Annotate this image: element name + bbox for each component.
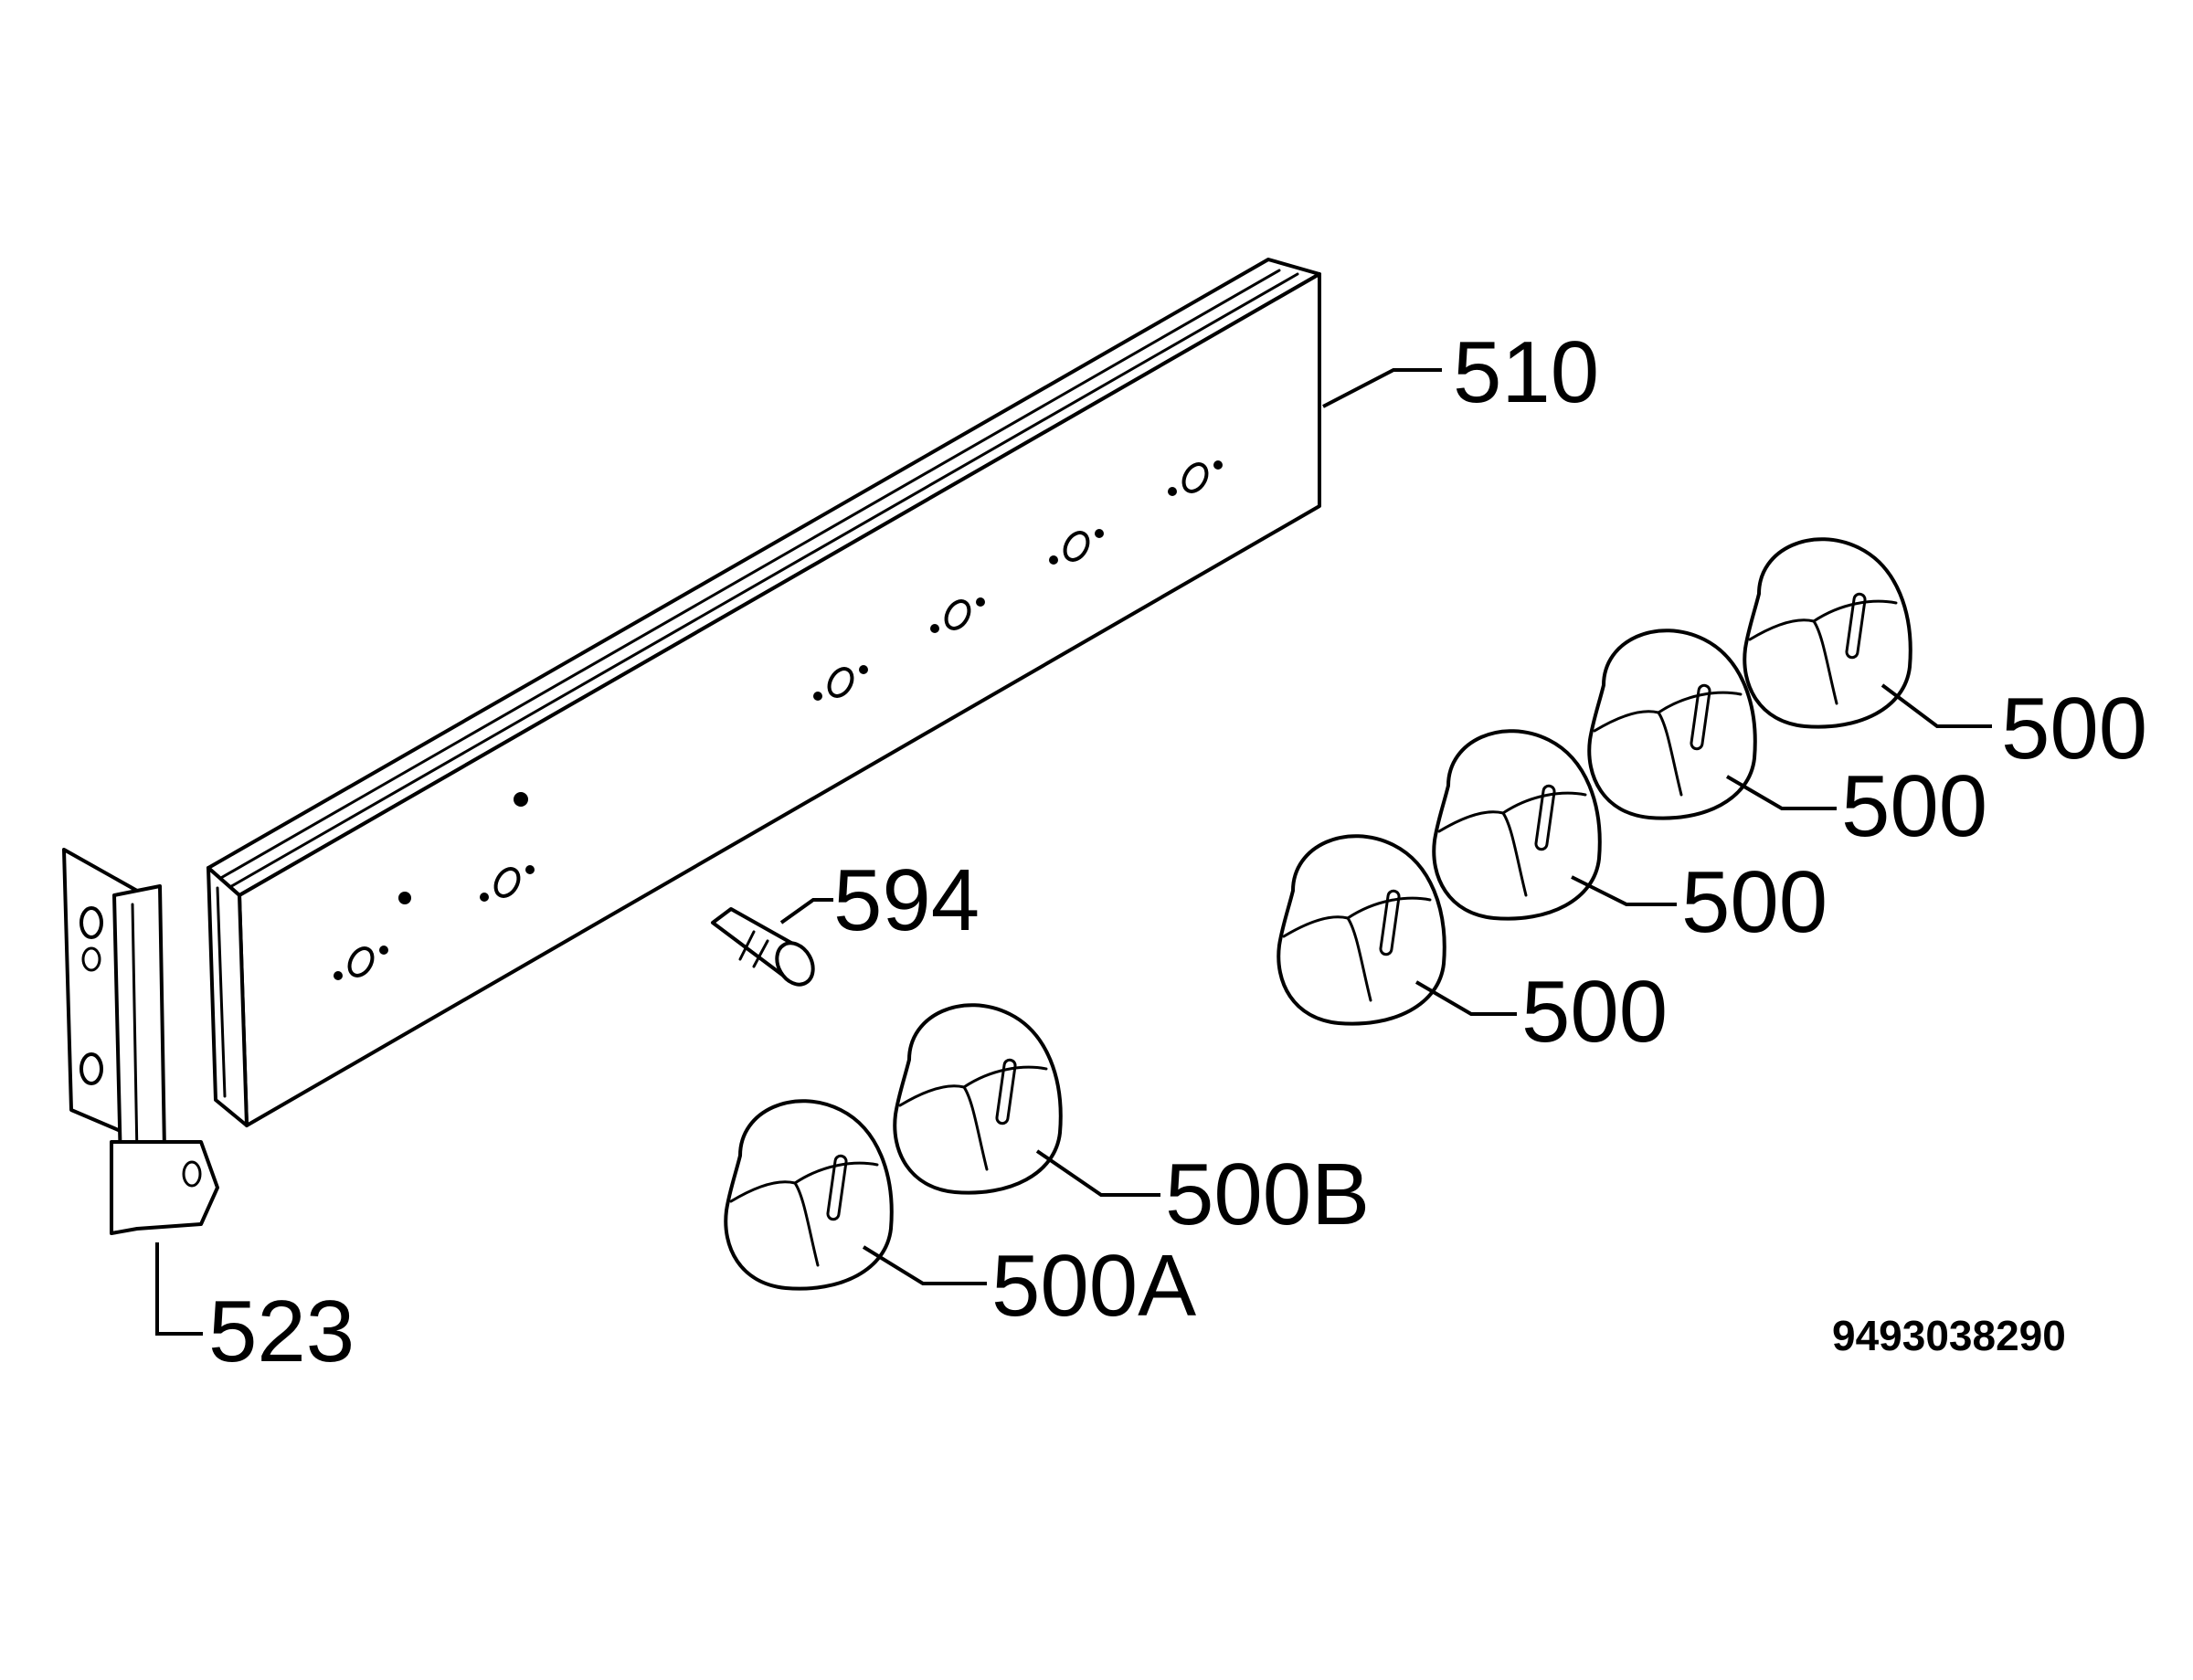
bracket-channel bbox=[112, 884, 166, 1167]
bracket-hole bbox=[81, 946, 101, 972]
end-bracket-part[interactable] bbox=[62, 848, 219, 1235]
leader-line-500a bbox=[862, 1245, 987, 1285]
knob-hole bbox=[334, 946, 388, 980]
knob-part[interactable] bbox=[1432, 729, 1602, 921]
callout-500-1: 500 bbox=[1521, 963, 1668, 1061]
knob-hole bbox=[1049, 529, 1104, 565]
indicator-lamp-part[interactable] bbox=[711, 907, 821, 991]
leader-line-500-3 bbox=[1725, 775, 1837, 810]
control-panel-groove bbox=[217, 269, 1281, 881]
leader-line-500-1 bbox=[1414, 980, 1517, 1016]
bracket-hole bbox=[79, 906, 103, 939]
knob-part[interactable] bbox=[1587, 629, 1757, 820]
knob-part[interactable] bbox=[1743, 537, 1912, 729]
bracket-channel-edge bbox=[131, 903, 139, 1157]
document-code: 9493038290 bbox=[1832, 1312, 2066, 1359]
bracket-hole bbox=[182, 1160, 202, 1188]
callout-510: 510 bbox=[1453, 323, 1599, 421]
bracket-foot bbox=[110, 1140, 219, 1235]
callout-500-2: 500 bbox=[1681, 853, 1828, 951]
control-panel-end-face bbox=[207, 866, 249, 1127]
control-panel-groove-2 bbox=[227, 272, 1299, 890]
control-panel-part[interactable] bbox=[207, 258, 1321, 1127]
leader-line-500b bbox=[1035, 1149, 1160, 1197]
knob-hole bbox=[398, 792, 535, 904]
knob-hole bbox=[813, 665, 868, 701]
leader-line-510 bbox=[1322, 368, 1442, 408]
lamp-lens bbox=[775, 941, 815, 987]
lamp-ring bbox=[752, 939, 769, 968]
lamp-ring bbox=[738, 930, 756, 961]
callout-500b: 500B bbox=[1165, 1146, 1370, 1243]
callout-523: 523 bbox=[208, 1283, 355, 1380]
callout-594: 594 bbox=[833, 851, 980, 949]
leader-line-594 bbox=[779, 898, 833, 925]
control-panel-front-face bbox=[238, 272, 1321, 1127]
control-panel-end-lip bbox=[216, 886, 227, 1098]
callout-500-4: 500 bbox=[2001, 680, 2147, 777]
bracket-hole bbox=[79, 1052, 103, 1085]
knob-hole bbox=[1168, 460, 1223, 496]
leader-line-523 bbox=[155, 1242, 203, 1336]
knob-hole bbox=[930, 597, 985, 633]
callout-500-3: 500 bbox=[1841, 757, 1987, 855]
leader-line-500-2 bbox=[1571, 875, 1677, 906]
knob-part[interactable] bbox=[1277, 834, 1446, 1026]
knob-b-part[interactable] bbox=[893, 1003, 1063, 1195]
callout-500a: 500A bbox=[991, 1237, 1196, 1335]
leader-line-500-4 bbox=[1880, 683, 1992, 728]
knob-a-part[interactable] bbox=[724, 1099, 894, 1291]
